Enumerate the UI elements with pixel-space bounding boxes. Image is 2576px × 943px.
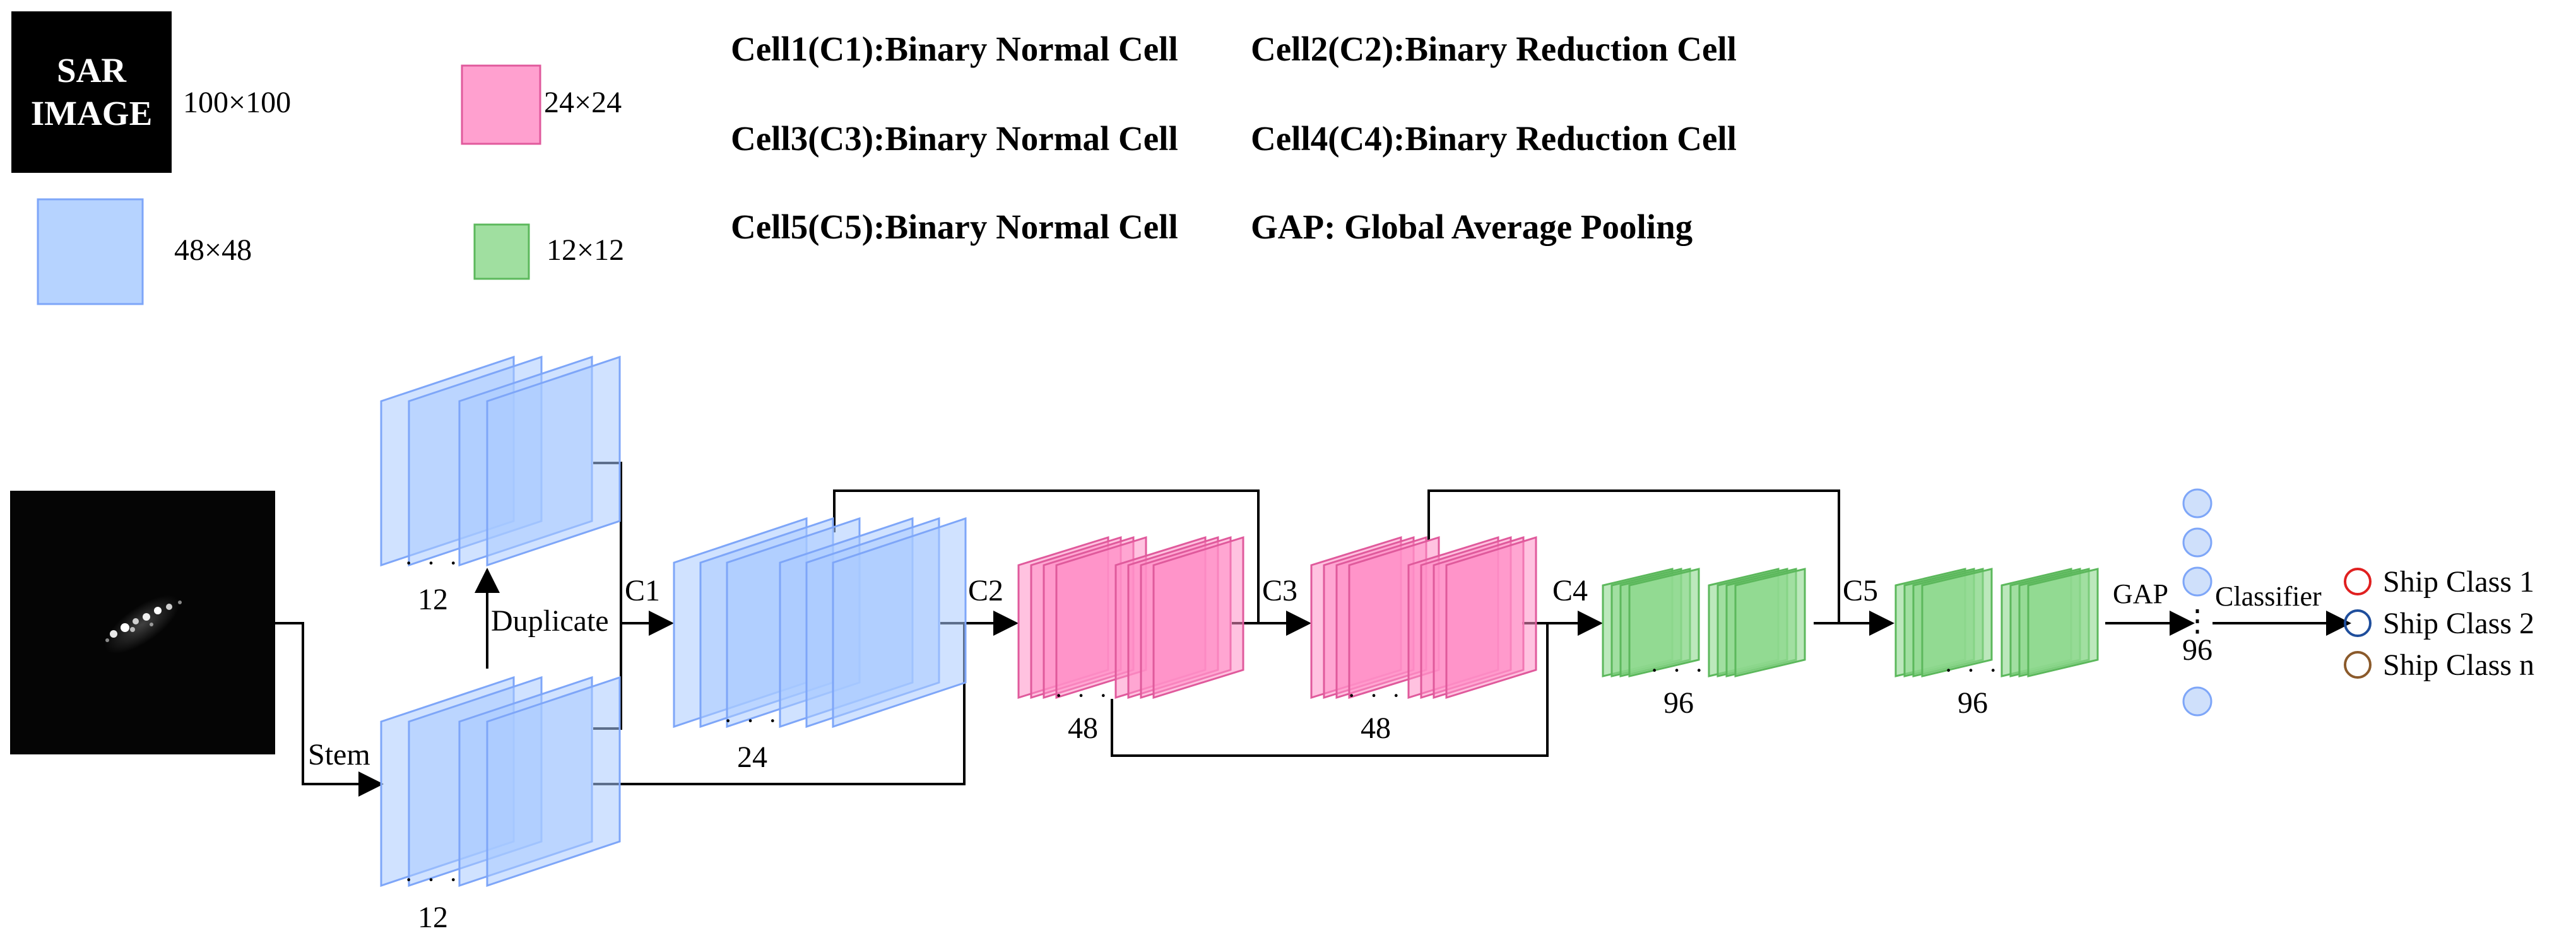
edge-skip-c3-to-c5	[1427, 489, 1840, 623]
c4-feature-map	[1628, 568, 1700, 677]
edge-skip-c1-to-c3	[833, 489, 1260, 623]
channels-gap-out: 96	[2182, 633, 2213, 667]
vdots-gap: ⋮	[2182, 604, 2213, 638]
dots-c4: · · ·	[1650, 656, 1707, 684]
gap-node	[2182, 527, 2213, 558]
gap-node	[2182, 566, 2213, 597]
gap-node	[2182, 488, 2213, 518]
output-classes: Ship Class 1 Ship Class 2 Ship Class n	[2344, 565, 2534, 682]
label-c5: C5	[1843, 574, 1878, 607]
legend-green-size: 12×12	[547, 233, 624, 267]
legend-sar-line2: IMAGE	[31, 94, 153, 132]
cell-def-c5: Cell5(C5):Binary Normal Cell	[731, 208, 1178, 246]
label-c1: C1	[625, 574, 660, 607]
dots-c1: · · ·	[724, 706, 781, 735]
cell-def-gap: GAP: Global Average Pooling	[1251, 208, 1693, 246]
legend-pink-size: 24×24	[544, 86, 622, 119]
channels-stem-out: 12	[418, 901, 448, 934]
legend-green-swatch	[473, 223, 530, 280]
edge-image-to-stem	[275, 622, 384, 797]
dots-c3: · · ·	[1347, 681, 1404, 710]
stem-feature-map	[486, 676, 621, 887]
channels-c4-out: 96	[1663, 686, 1694, 720]
channels-c5-out: 96	[1958, 686, 1988, 720]
cell-def-c3: Cell3(C3):Binary Normal Cell	[731, 119, 1178, 158]
class-n-marker	[2344, 651, 2372, 679]
class-2-label: Ship Class 2	[2383, 607, 2534, 640]
c3-feature-map	[1445, 536, 1537, 700]
legend-sar-box	[11, 11, 172, 173]
dots-c2: · · ·	[1055, 681, 1111, 710]
c1-feature-map	[832, 517, 967, 729]
legend-sar-size: 100×100	[183, 86, 291, 119]
channels-c2-out: 48	[1068, 712, 1098, 745]
c5-feature-map	[1921, 568, 1993, 677]
label-duplicate: Duplicate	[491, 604, 609, 638]
gap-node	[2182, 686, 2213, 717]
diagram-labels: Stem Duplicate C1 C2 C3 C4 C5 GAP Classi…	[308, 549, 2322, 934]
label-stem: Stem	[308, 738, 370, 771]
label-classifier: Classifier	[2215, 581, 2322, 612]
edge-skip-c2-to-c4	[1111, 623, 1549, 757]
cell-def-c2: Cell2(C2):Binary Reduction Cell	[1251, 30, 1737, 68]
legend-blue-size: 48×48	[174, 233, 252, 267]
sar-input-image	[10, 491, 275, 754]
channels-dup-out: 12	[418, 583, 448, 616]
dots-dup: · · ·	[405, 549, 461, 577]
legend-blue-swatch	[37, 198, 144, 305]
legend: SAR IMAGE 100×100 48×48 24×24 12×12	[11, 11, 624, 305]
legend-sar-line1: SAR	[57, 51, 127, 90]
stem-dup-feature-map	[486, 355, 621, 567]
dots-stem: · · ·	[405, 865, 461, 894]
c4-feature-map	[1734, 568, 1806, 677]
class-2-marker	[2344, 609, 2372, 637]
c5-feature-map	[2027, 568, 2099, 677]
cell-definitions: Cell1(C1):Binary Normal Cell Cell2(C2):B…	[731, 30, 1737, 246]
label-c4: C4	[1552, 574, 1588, 607]
label-gap: GAP	[2113, 578, 2168, 609]
c2-feature-map	[1152, 536, 1244, 700]
channels-c3-out: 48	[1361, 712, 1391, 745]
class-1-marker	[2344, 568, 2372, 595]
channels-c1-out: 24	[737, 741, 767, 774]
gap-nodes	[2182, 488, 2213, 717]
label-c2: C2	[968, 574, 1003, 607]
class-1-label: Ship Class 1	[2383, 565, 2534, 599]
cell-def-c1: Cell1(C1):Binary Normal Cell	[731, 30, 1178, 68]
feature-map-stacks	[380, 355, 2099, 887]
class-n-label: Ship Class n	[2383, 648, 2534, 682]
label-c3: C3	[1262, 574, 1297, 607]
cell-def-c4: Cell4(C4):Binary Reduction Cell	[1251, 119, 1737, 158]
dots-c5: · · ·	[1944, 656, 2001, 684]
legend-pink-swatch	[461, 64, 541, 145]
